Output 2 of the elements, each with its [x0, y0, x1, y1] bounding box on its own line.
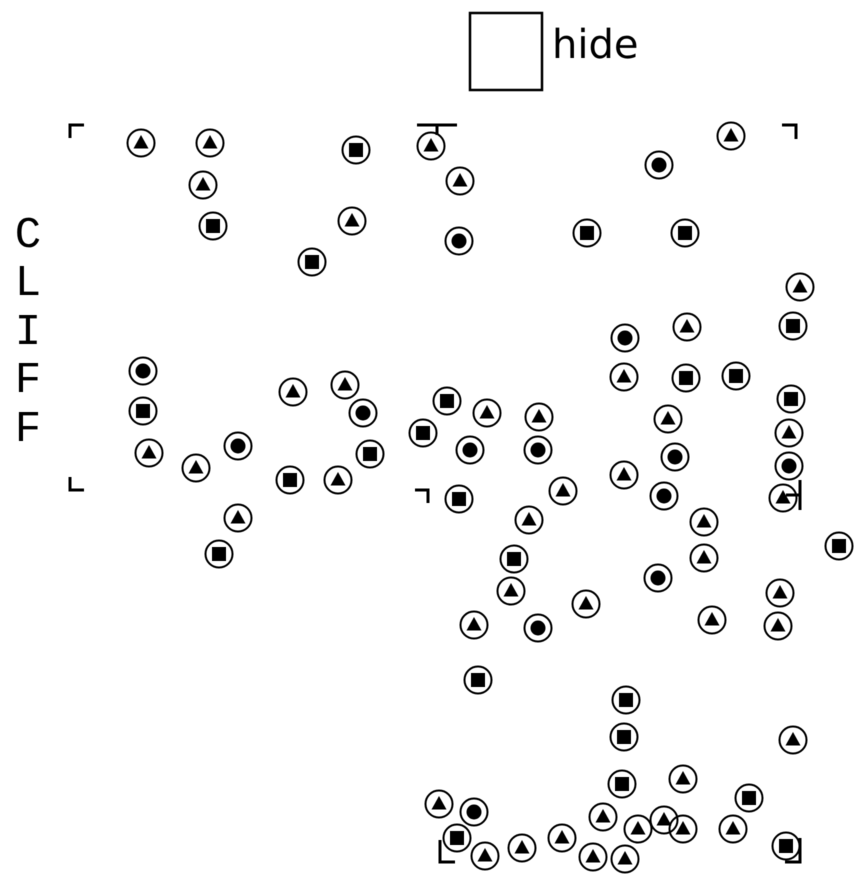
legend-label: hide [552, 21, 638, 69]
vertical-label: CLIFF [14, 212, 42, 454]
